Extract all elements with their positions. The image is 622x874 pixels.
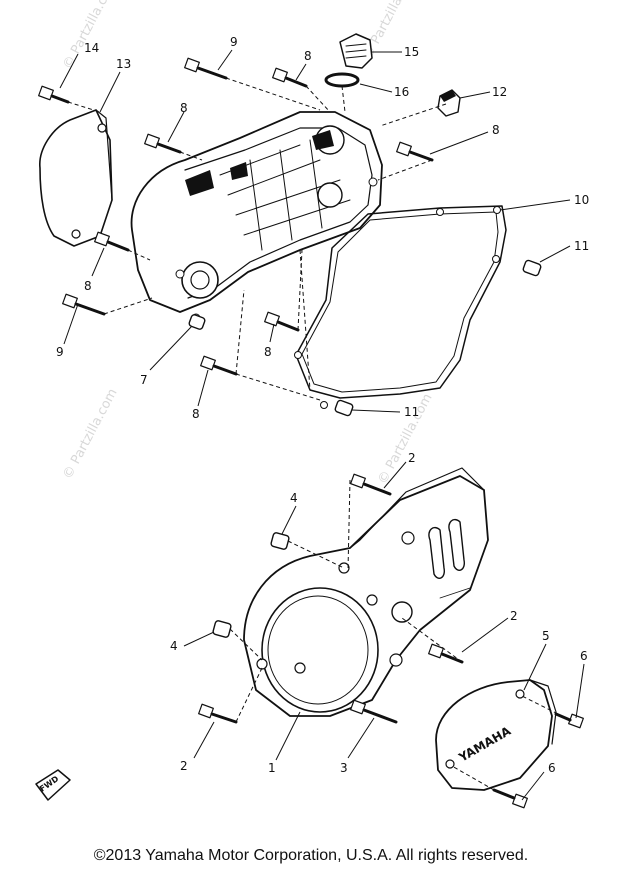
crankcase-cover-small: YAMAHA: [435, 679, 557, 791]
screw-8b: [144, 133, 182, 154]
callout-9-left: 9: [56, 345, 64, 359]
alignment-lines-lower: [229, 479, 571, 791]
callout-2-left: 2: [180, 759, 188, 773]
callout-11-upper: 11: [574, 239, 589, 253]
callout-2-top: 2: [408, 451, 416, 465]
callout-16: 16: [394, 85, 409, 99]
callout-11-lower: 11: [404, 405, 419, 419]
callout-2-right: 2: [510, 609, 518, 623]
screw-8e: [264, 311, 300, 332]
screw-6a: [554, 712, 584, 729]
screw-2a: [350, 473, 392, 496]
callout-1: 1: [268, 761, 276, 775]
callout-14: 14: [84, 41, 99, 55]
callout-8-bottom: 8: [192, 407, 200, 421]
copyright-notice: ©2013 Yamaha Motor Corporation, U.S.A. A…: [93, 847, 529, 864]
callout-8-center: 8: [264, 345, 272, 359]
callout-10: 10: [574, 193, 589, 207]
screws-upper: [38, 57, 434, 376]
callout-12: 12: [492, 85, 507, 99]
forward-direction-mark: FWD: [35, 769, 71, 801]
dowel-pins-upper: [188, 259, 542, 417]
oil-filler-cap: [339, 33, 373, 69]
callout-4-left: 4: [170, 639, 178, 653]
screw-8f: [200, 355, 238, 376]
watermark-1: © Partzilla.com: [60, 0, 120, 72]
screw-2c: [198, 703, 238, 724]
callout-8-right: 8: [492, 123, 500, 137]
callout-3: 3: [340, 761, 348, 775]
alignment-lines-upper: [67, 77, 447, 401]
screw-9a: [184, 57, 228, 80]
callout-6-upper: 6: [580, 649, 588, 663]
screw-8d: [94, 231, 130, 252]
screw-3: [350, 699, 398, 724]
plug: [437, 89, 461, 117]
crankcase-cover-right: [243, 467, 489, 717]
screws-lower: [198, 473, 584, 809]
screw-14: [38, 85, 70, 104]
screw-8c: [396, 141, 434, 162]
callout-8-top: 8: [304, 49, 312, 63]
callout-8-mid-left: 8: [180, 101, 188, 115]
callout-6-lower: 6: [548, 761, 556, 775]
crankcase-cover-left: [130, 111, 383, 323]
dowel-pins-lower: [212, 532, 290, 638]
gasket: [294, 205, 507, 409]
callout-4-upper: 4: [290, 491, 298, 505]
callout-9-top: 9: [230, 35, 238, 49]
callouts: 14 13 9 8 15 16 12 8 8 10 11 8 9 7 8 8 1: [56, 35, 589, 801]
screw-2b: [428, 643, 464, 664]
callout-7: 7: [140, 373, 148, 387]
callout-8-left: 8: [84, 279, 92, 293]
watermark-3: © Partzilla.com: [60, 386, 120, 482]
callout-5: 5: [542, 629, 550, 643]
o-ring: [324, 72, 360, 88]
callout-13: 13: [116, 57, 131, 71]
small-side-cover: [39, 109, 113, 247]
screw-9b: [62, 293, 106, 316]
callout-15: 15: [404, 45, 419, 59]
screw-8a: [272, 67, 308, 88]
